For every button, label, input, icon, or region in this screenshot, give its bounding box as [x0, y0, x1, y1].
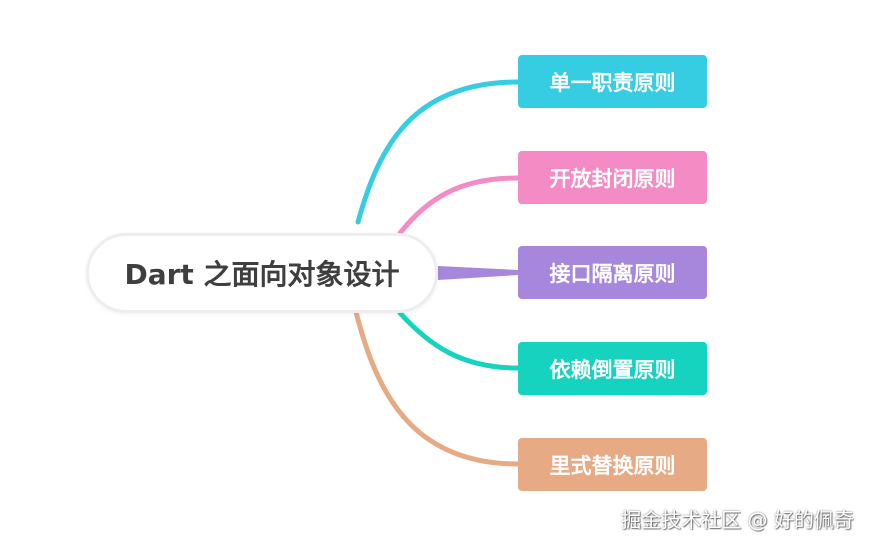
connector-branch-5	[353, 309, 521, 467]
connector-branch-1	[355, 79, 521, 225]
branch-node-4[interactable]: 依赖倒置原则	[518, 342, 707, 395]
branch-node-2[interactable]: 开放封闭原则	[518, 151, 707, 204]
watermark: 掘金技术社区 @ 好的佩奇	[621, 508, 854, 532]
connector-branch-4	[397, 310, 521, 371]
branch-node-1[interactable]: 单一职责原则	[518, 55, 707, 108]
root-node[interactable]: Dart 之面向对象设计	[86, 233, 438, 313]
connector-branch-3	[438, 266, 518, 280]
branch-node-3[interactable]: 接口隔离原则	[518, 246, 707, 299]
connector-branch-2	[397, 175, 521, 236]
branch-node-5[interactable]: 里式替换原则	[518, 438, 707, 491]
